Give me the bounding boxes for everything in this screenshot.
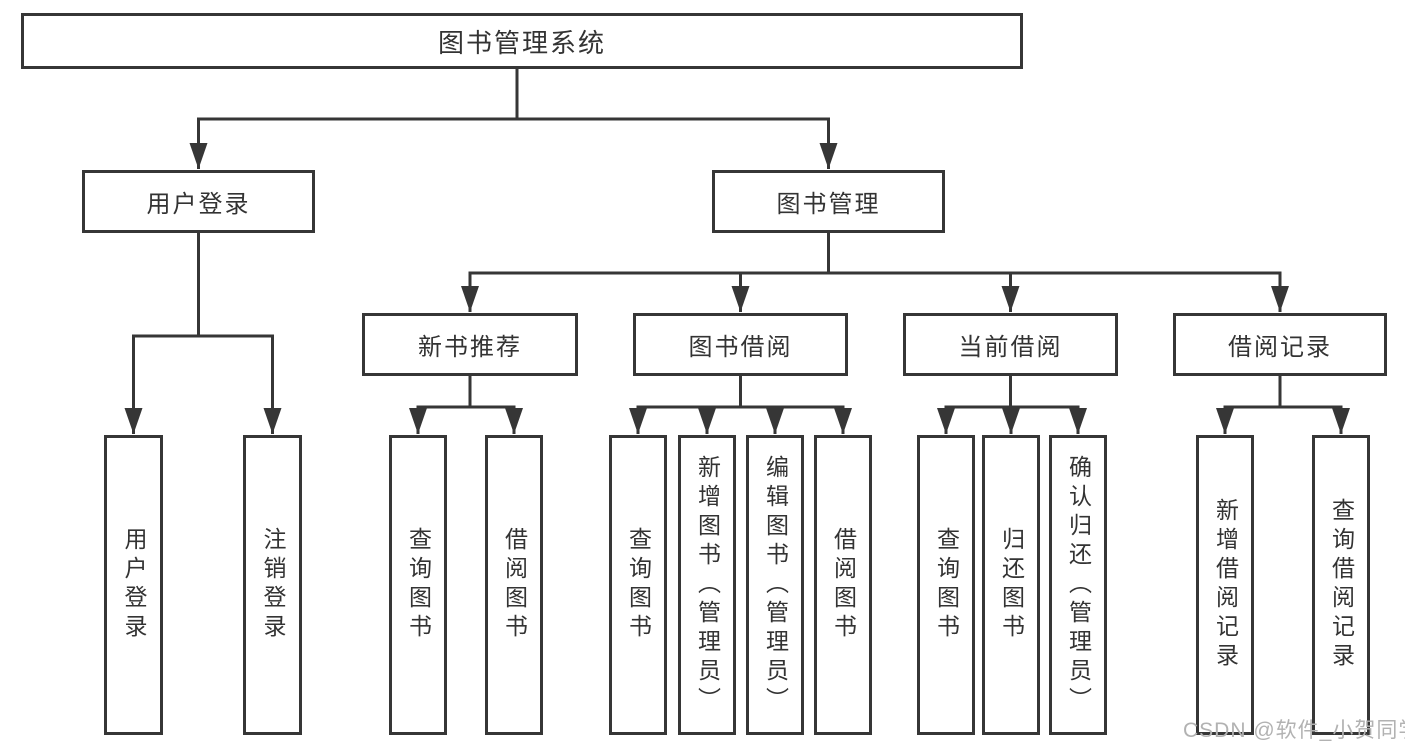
- leaf-bb-add-book-label: 新增图书（管理员）: [694, 454, 721, 716]
- leaf-cb-query-book: 查询图书: [917, 435, 975, 735]
- leaf-login: 用户登录: [104, 435, 163, 735]
- node-user-login: 用户登录: [82, 170, 315, 233]
- node-book-borrow: 图书借阅: [633, 313, 848, 376]
- branch-borrow-record: [1216, 376, 1350, 434]
- leaf-cb-confirm-return-label: 确认归还（管理员）: [1065, 454, 1092, 716]
- leaf-cb-return-book: 归还图书: [982, 435, 1040, 735]
- leaf-br-query-record: 查询借阅记录: [1312, 435, 1370, 735]
- leaf-nbr-borrow-book-label: 借阅图书: [501, 527, 528, 643]
- leaf-nbr-query-book: 查询图书: [389, 435, 447, 735]
- leaf-br-add-record-label: 新增借阅记录: [1212, 498, 1239, 672]
- node-user-login-label: 用户登录: [146, 191, 251, 218]
- leaf-br-add-record: 新增借阅记录: [1196, 435, 1254, 735]
- node-new-book-rec-label: 新书推荐: [418, 334, 522, 361]
- node-current-borrow: 当前借阅: [903, 313, 1118, 376]
- leaf-nbr-query-book-label: 查询图书: [405, 527, 432, 643]
- watermark: CSDN @软件_小贺同学: [1183, 719, 1405, 742]
- leaf-bb-edit-book-label: 编辑图书（管理员）: [762, 454, 789, 716]
- leaf-br-query-record-label: 查询借阅记录: [1328, 498, 1355, 672]
- node-root-label: 图书管理系统: [437, 27, 606, 58]
- leaf-bb-edit-book: 编辑图书（管理员）: [746, 435, 804, 735]
- node-borrow-record: 借阅记录: [1173, 313, 1387, 376]
- leaf-nbr-borrow-book: 借阅图书: [485, 435, 543, 735]
- leaf-cb-query-book-label: 查询图书: [933, 527, 960, 643]
- leaf-bb-query-book-label: 查询图书: [625, 527, 652, 643]
- leaf-cb-return-book-label: 归还图书: [998, 527, 1025, 643]
- branch-book-borrow: [629, 376, 852, 434]
- node-book-mgmt-label: 图书管理: [776, 191, 881, 218]
- leaf-logout: 注销登录: [243, 435, 302, 735]
- node-current-borrow-label: 当前借阅: [958, 334, 1063, 361]
- branch-current-borrow: [937, 376, 1087, 434]
- branch-new-book-rec: [409, 376, 523, 434]
- leaf-cb-confirm-return: 确认归还（管理员）: [1049, 435, 1107, 735]
- branch-book-mgmt: [461, 233, 1289, 312]
- node-new-book-rec: 新书推荐: [362, 313, 578, 376]
- branch-root: [189, 69, 838, 169]
- branch-user-login: [124, 233, 282, 434]
- leaf-bb-borrow-book-label: 借阅图书: [830, 527, 857, 643]
- node-book-borrow-label: 图书借阅: [688, 334, 793, 361]
- leaf-logout-label: 注销登录: [260, 527, 286, 643]
- leaf-bb-borrow-book: 借阅图书: [814, 435, 872, 735]
- node-book-mgmt: 图书管理: [712, 170, 945, 233]
- leaf-login-label: 用户登录: [121, 527, 147, 643]
- node-borrow-record-label: 借阅记录: [1228, 334, 1332, 361]
- node-root: 图书管理系统: [21, 13, 1023, 69]
- leaf-bb-add-book: 新增图书（管理员）: [678, 435, 736, 735]
- leaf-bb-query-book: 查询图书: [609, 435, 667, 735]
